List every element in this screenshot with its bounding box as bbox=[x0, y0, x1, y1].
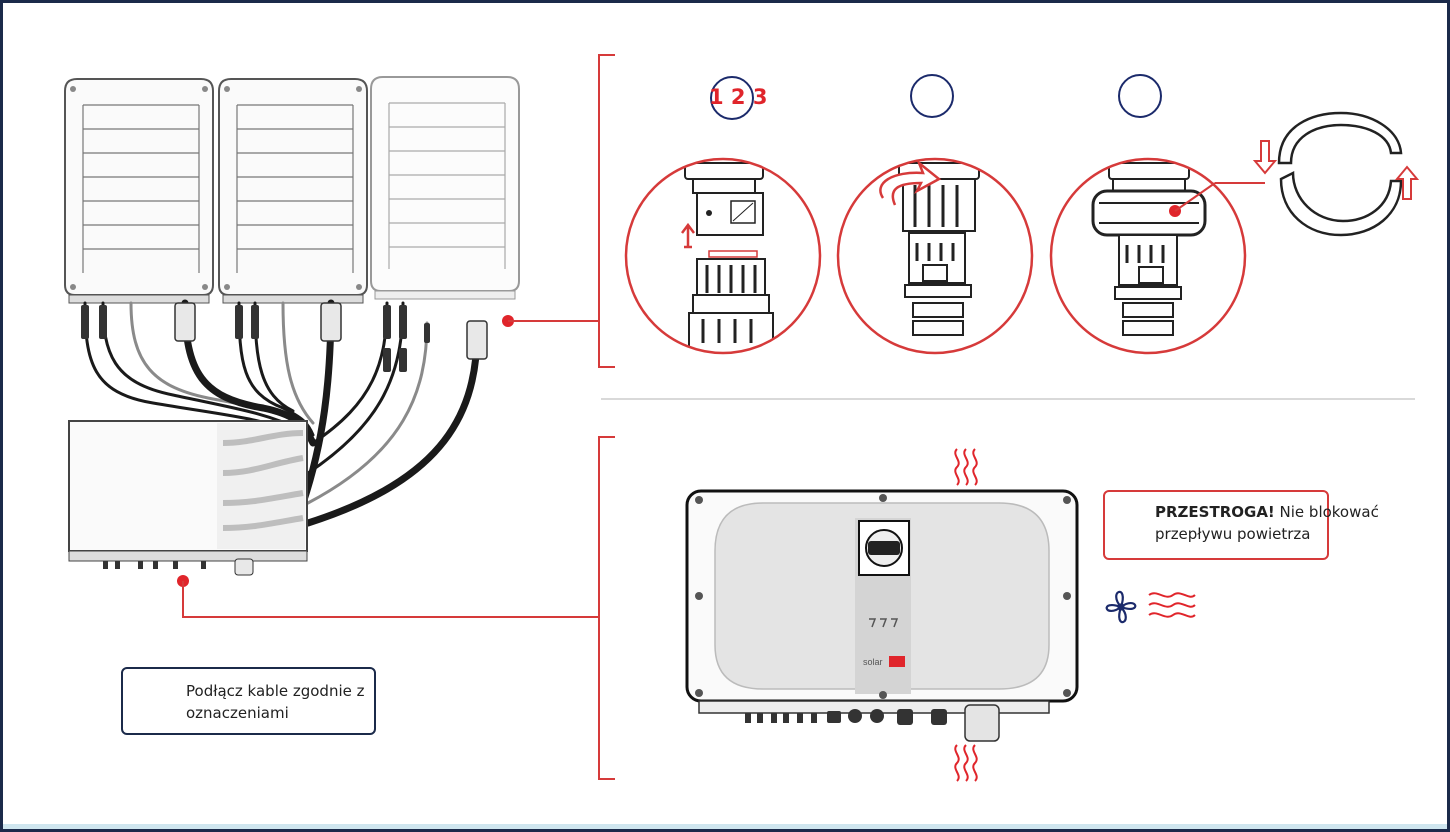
note-line-2: oznaczeniami bbox=[186, 704, 289, 722]
bottom-strip bbox=[3, 824, 1447, 829]
led-indicators-icon bbox=[869, 618, 899, 628]
cable-connectors bbox=[81, 305, 430, 372]
caution-line-1: PRZESTROGA! Nie blokować bbox=[1155, 501, 1379, 523]
caution-message-1: Nie blokować bbox=[1274, 503, 1379, 521]
callout-leaders bbox=[177, 315, 599, 618]
arrow-up-icon bbox=[1394, 165, 1420, 200]
bracket-bottom bbox=[598, 436, 615, 780]
inverter-unit-3 bbox=[370, 76, 520, 300]
heat-waves-icon bbox=[954, 448, 978, 486]
caution-box: PRZESTROGA! Nie blokować przepływu powie… bbox=[1103, 490, 1379, 560]
step-3-detail bbox=[1051, 159, 1245, 353]
dc-switch-icon bbox=[858, 520, 910, 576]
bracket-top bbox=[598, 54, 615, 368]
note-line-1: Podłącz kable zgodnie z bbox=[186, 682, 365, 700]
arrow-down-icon bbox=[1252, 140, 1278, 175]
step-badge-1 bbox=[710, 76, 754, 120]
step-1-detail bbox=[626, 159, 820, 353]
caution-label: PRZESTROGA! bbox=[1155, 503, 1275, 521]
fan-icon bbox=[1105, 590, 1137, 624]
step-2-detail bbox=[838, 159, 1032, 353]
caution-line-2: przepływu powietrza bbox=[1155, 525, 1311, 543]
note-box: Podłącz kable zgodnie z oznaczeniami bbox=[121, 667, 376, 735]
locking-ring bbox=[1277, 111, 1403, 237]
device-unit: solar bbox=[685, 489, 1079, 742]
svg-text:solar: solar bbox=[863, 657, 883, 667]
step-numbers: 1 2 3 bbox=[709, 85, 768, 109]
connection-box bbox=[68, 420, 308, 576]
airflow-icon bbox=[1148, 592, 1196, 618]
heat-waves-icon bbox=[954, 744, 978, 782]
step-badge-3 bbox=[1118, 74, 1162, 118]
installation-illustration: solar bbox=[64, 54, 1420, 782]
inverter-unit-2 bbox=[218, 78, 368, 304]
brand-logo: solar bbox=[863, 656, 905, 667]
step-badge-2 bbox=[910, 74, 954, 118]
cable-glands bbox=[174, 302, 488, 360]
inverter-unit-1 bbox=[64, 78, 214, 304]
